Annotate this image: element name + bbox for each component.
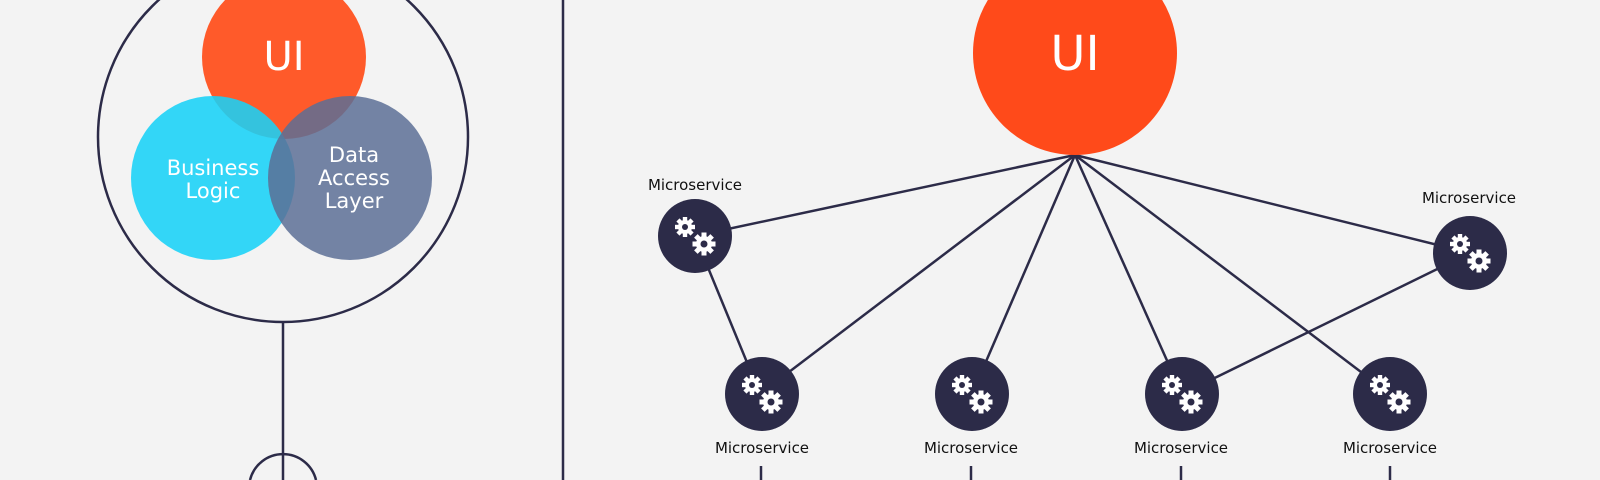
microservice-label: Microservice: [1134, 439, 1228, 457]
microservice-node: [725, 357, 799, 431]
microservice-node: [1145, 357, 1219, 431]
monolith-ui-label: UI: [263, 34, 304, 80]
connection-line: [759, 154, 1076, 395]
microservices-ui-circle: [973, 0, 1177, 155]
microservice-label: Microservice: [648, 176, 742, 194]
connection-line: [1074, 154, 1391, 395]
business-logic-circle: [131, 96, 295, 260]
business-logic-label-line2: Logic: [186, 179, 241, 203]
microservice-label: Microservice: [1422, 189, 1516, 207]
connection-line: [1074, 153, 1471, 255]
microservice-label: Microservice: [924, 439, 1018, 457]
microservices-ui-label: UI: [1050, 26, 1099, 82]
data-access-layer-circle: [268, 96, 432, 260]
microservice-label: Microservice: [715, 439, 809, 457]
business-logic-label-line1: Business: [167, 156, 260, 180]
connection-line: [1073, 154, 1184, 395]
microservice-node: [1353, 357, 1427, 431]
connection-line: [1181, 251, 1471, 396]
microservice-node: [658, 199, 732, 273]
data-access-label-line2: Access: [318, 166, 390, 190]
microservice-node: [935, 357, 1009, 431]
microservice-label: Microservice: [1343, 439, 1437, 457]
data-access-label-line1: Data: [329, 143, 379, 167]
monolith-bottom-node-arc: [248, 453, 318, 480]
microservices-panel: UI Microservice Microservice Mic: [648, 0, 1516, 480]
connection-lines: [693, 153, 1471, 480]
connection-line: [694, 153, 1076, 238]
data-access-label-line3: Layer: [325, 189, 384, 213]
microservice-node: [1433, 216, 1507, 290]
monolith-panel: UI Business Logic Data Access Layer: [96, 0, 470, 480]
connection-line: [970, 154, 1077, 395]
